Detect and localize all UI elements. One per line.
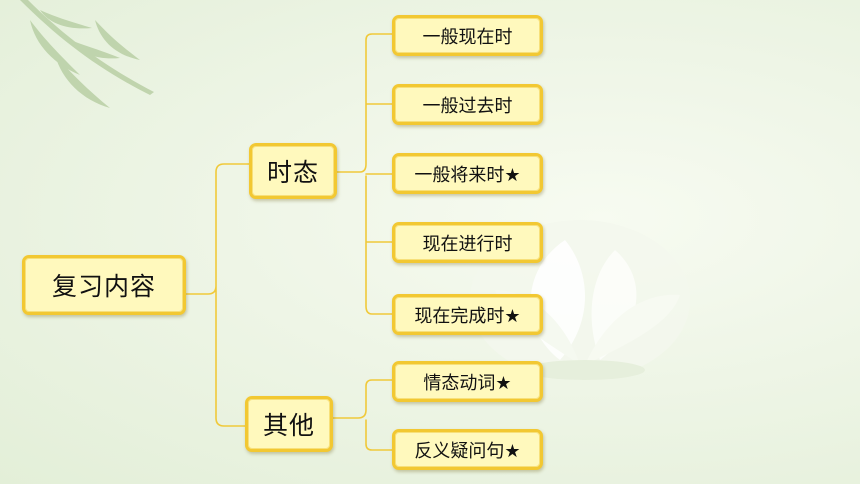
leaf-label: 反义疑问句★ bbox=[414, 440, 521, 462]
leaf-label: 一般过去时 bbox=[422, 95, 513, 117]
leaf-label: 一般现在时 bbox=[422, 26, 513, 48]
root-label: 复习内容 bbox=[51, 272, 156, 301]
leaf-label: 现在进行时 bbox=[422, 233, 513, 255]
connector-root-to-branches bbox=[185, 163, 250, 427]
branch-label-tense: 时态 bbox=[266, 158, 319, 187]
branch-label-other: 其他 bbox=[262, 411, 315, 440]
leaf-label: 一般将来时★ bbox=[414, 164, 521, 186]
leaf-node: 一般现在时 bbox=[392, 15, 543, 56]
connector-tense-to-leaves bbox=[336, 33, 393, 315]
connector-other-to-leaves bbox=[332, 379, 393, 451]
leaf-label: 情态动词★ bbox=[423, 372, 512, 394]
leaf-node: 现在进行时 bbox=[392, 222, 543, 263]
root-node: 复习内容 bbox=[22, 255, 186, 315]
leaf-node: 反义疑问句★ bbox=[392, 429, 543, 470]
branch-node-tense: 时态 bbox=[249, 143, 337, 199]
branch-node-other: 其他 bbox=[245, 396, 333, 452]
leaf-node: 一般过去时 bbox=[392, 84, 543, 125]
leaf-node: 情态动词★ bbox=[392, 361, 543, 402]
willow-leaves-decoration bbox=[20, 0, 154, 108]
leaf-node: 现在完成时★ bbox=[392, 294, 543, 335]
leaf-label: 现在完成时★ bbox=[414, 305, 521, 327]
leaf-node: 一般将来时★ bbox=[392, 153, 543, 194]
